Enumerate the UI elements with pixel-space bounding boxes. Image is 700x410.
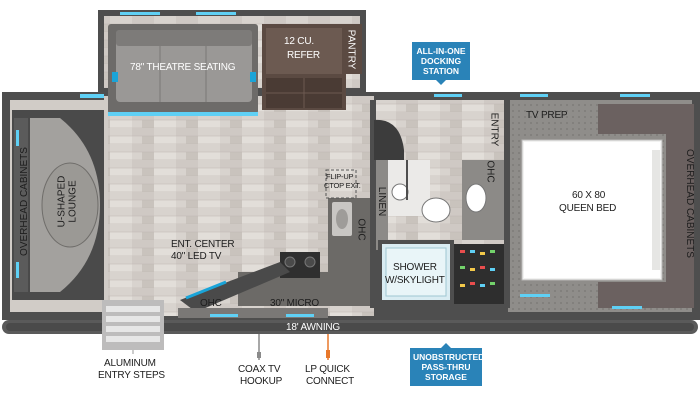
u-lounge-label-line2: LOUNGE	[67, 180, 79, 223]
ohc-bath-label: OHC	[484, 160, 496, 183]
bedroom-cabinets	[666, 104, 694, 308]
awning-label: 18' AWNING	[286, 322, 340, 333]
overhead-cabinets-right-label: OVERHEAD CABINETS	[683, 149, 695, 258]
entry-steps-label-line1: ALUMINUM	[104, 358, 156, 369]
storage-line3: STORAGE	[425, 372, 467, 382]
linen-label: LINEN	[376, 186, 388, 217]
theatre-seating-label: 78" THEATRE SEATING	[130, 62, 236, 73]
lp-label-line1: LP QUICK	[305, 364, 350, 375]
entry-door-swing	[374, 119, 404, 160]
micro-label: 30" MICRO	[270, 298, 319, 309]
flip-up-label-line1: FLIP-UP	[326, 172, 354, 181]
ent-center	[180, 262, 290, 312]
tv-prep-label: TV PREP	[526, 110, 568, 121]
wardrobe	[454, 244, 504, 304]
ent-center-label-line1: ENT. CENTER	[171, 239, 235, 250]
refer-label-line1: 12 CU.	[284, 36, 314, 47]
ohc-kitchen-label: OHC	[355, 218, 367, 241]
docking-station-callout: ALL-IN-ONE DOCKING STATION	[412, 42, 470, 85]
docking-line1: ALL-IN-ONE	[416, 46, 466, 56]
refer-label-line2: REFER	[287, 50, 320, 61]
ent-center-label-line2: 40" LED TV	[171, 251, 222, 262]
entry-label: ENTRY	[488, 112, 500, 147]
ohc-bottom-label: OHC	[200, 298, 222, 309]
storage-line2: PASS-THRU	[421, 362, 471, 372]
docking-line3: STATION	[422, 66, 460, 76]
linen-cabinet	[376, 160, 388, 250]
flip-up-label-line2: CTOP EXT.	[324, 181, 361, 190]
shower-label-line1: SHOWER	[393, 262, 437, 273]
lp-label-line2: CONNECT	[306, 376, 355, 387]
docking-line2: DOCKING	[420, 56, 462, 66]
shower-label-line2: w/SKYLIGHT	[385, 275, 445, 286]
entry-steps-label-line2: ENTRY STEPS	[98, 370, 165, 381]
pantry	[342, 24, 362, 74]
pass-thru-storage-callout: UNOBSTRUCTED PASS-THRU STORAGE	[410, 343, 485, 386]
storage-line1: UNOBSTRUCTED	[413, 352, 485, 362]
u-lounge-label-line1: U-SHAPED	[56, 175, 68, 228]
bed-label-line2: QUEEN BED	[559, 203, 617, 214]
coax-label-line2: HOOKUP	[240, 376, 283, 387]
pantry-label: PANTRY	[345, 29, 357, 70]
overhead-cabinets-left-label: OVERHEAD CABINETS	[18, 147, 30, 256]
coax-label-line1: COAX TV	[238, 364, 281, 375]
bed-label-line1: 60 x 80	[572, 190, 606, 201]
